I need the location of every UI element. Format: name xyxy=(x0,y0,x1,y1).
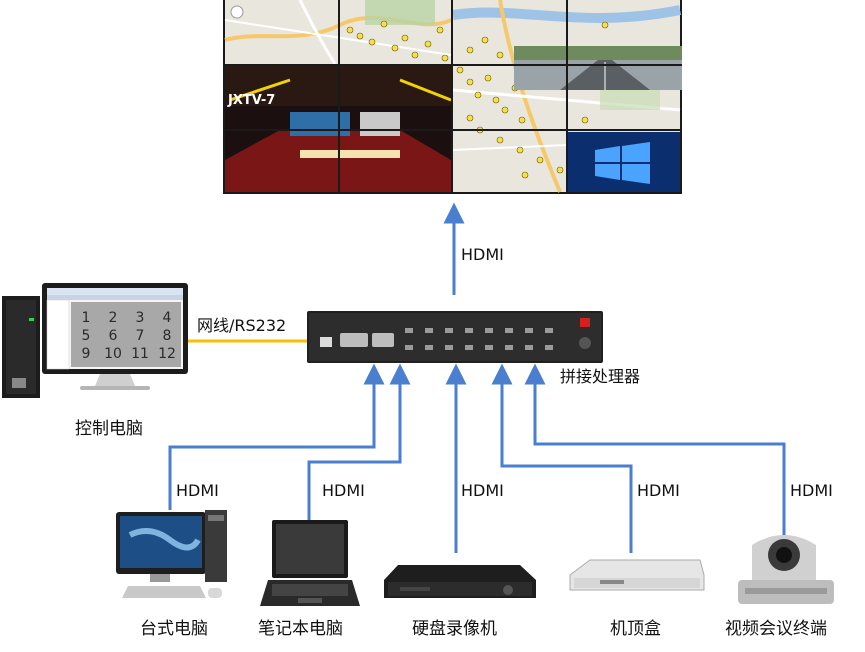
processor-label: 拼接处理器 xyxy=(560,367,640,386)
dvr-link-label: HDMI xyxy=(461,481,504,500)
control-screen-grid: 1 2 3 4 5 6 7 8 9 10 11 12 xyxy=(82,310,176,362)
wall-bezels xyxy=(223,0,682,194)
windows-logo-icon xyxy=(12,378,26,388)
serial-port-icon xyxy=(340,333,368,347)
stb-link-label: HDMI xyxy=(637,481,680,500)
rs232-label: 网线/RS232 xyxy=(197,316,286,335)
dvr-label: 硬盘录像机 xyxy=(412,619,497,639)
desktop-pc: 台式电脑 xyxy=(116,510,227,639)
windows-desktop-panel xyxy=(568,132,680,192)
grid-cell: 3 xyxy=(136,310,145,326)
splicing-processor: 拼接处理器 xyxy=(307,311,640,386)
desktop-link-label: HDMI xyxy=(176,481,219,500)
power-switch-icon xyxy=(580,318,590,327)
input-link-labels: HDMI HDMI HDMI HDMI HDMI xyxy=(176,481,833,500)
grid-cell: 8 xyxy=(163,328,172,344)
ethernet-port-icon xyxy=(320,337,332,347)
video-wall: JXTV-7 xyxy=(223,0,682,194)
control-pc: 1 2 3 4 5 6 7 8 9 10 11 12 控制电脑 xyxy=(2,283,188,439)
mouse-icon xyxy=(208,588,222,598)
stb-input-arrow xyxy=(491,363,633,553)
output-link: HDMI xyxy=(443,202,504,295)
grid-cell: 5 xyxy=(82,328,91,344)
grid-cell: 7 xyxy=(136,328,145,344)
conference-terminal: 视频会议终端 xyxy=(725,535,834,639)
laptop-label: 笔记本电脑 xyxy=(258,619,343,639)
grid-cell: 4 xyxy=(163,310,172,326)
highway-panel xyxy=(514,46,682,90)
dvr: 硬盘录像机 xyxy=(384,565,536,639)
output-link-label: HDMI xyxy=(461,245,504,264)
set-top-box-label: 机顶盒 xyxy=(610,619,661,639)
conference-input-arrow xyxy=(524,363,786,540)
grid-cell: 1 xyxy=(82,310,91,326)
map-zoom-icon xyxy=(230,5,244,19)
control-pc-monitor xyxy=(42,283,188,390)
channel-tag: JXTV-7 xyxy=(227,93,275,108)
conference-link-label: HDMI xyxy=(790,481,833,500)
laptop-input-arrow xyxy=(307,363,411,520)
rs232-link: 网线/RS232 xyxy=(188,316,308,343)
control-pc-label: 控制电脑 xyxy=(75,419,143,439)
grid-cell: 10 xyxy=(104,346,122,362)
grid-cell: 11 xyxy=(131,346,149,362)
dvr-dial-icon xyxy=(503,585,513,595)
conference-terminal-label: 视频会议终端 xyxy=(725,619,827,639)
laptop: 笔记本电脑 xyxy=(258,520,360,639)
desktop-pc-label: 台式电脑 xyxy=(140,619,208,639)
grid-cell: 9 xyxy=(82,346,91,362)
grid-cell: 12 xyxy=(158,346,176,362)
grid-cell: 2 xyxy=(109,310,118,326)
control-pc-tower xyxy=(2,296,40,398)
hdmi-port-row xyxy=(405,328,553,350)
set-top-box: 机顶盒 xyxy=(569,559,705,639)
desktop-input-arrow xyxy=(168,363,385,510)
laptop-link-label: HDMI xyxy=(322,481,365,500)
grid-cell: 6 xyxy=(109,328,118,344)
power-socket-icon xyxy=(579,337,591,349)
input-links xyxy=(168,363,786,553)
